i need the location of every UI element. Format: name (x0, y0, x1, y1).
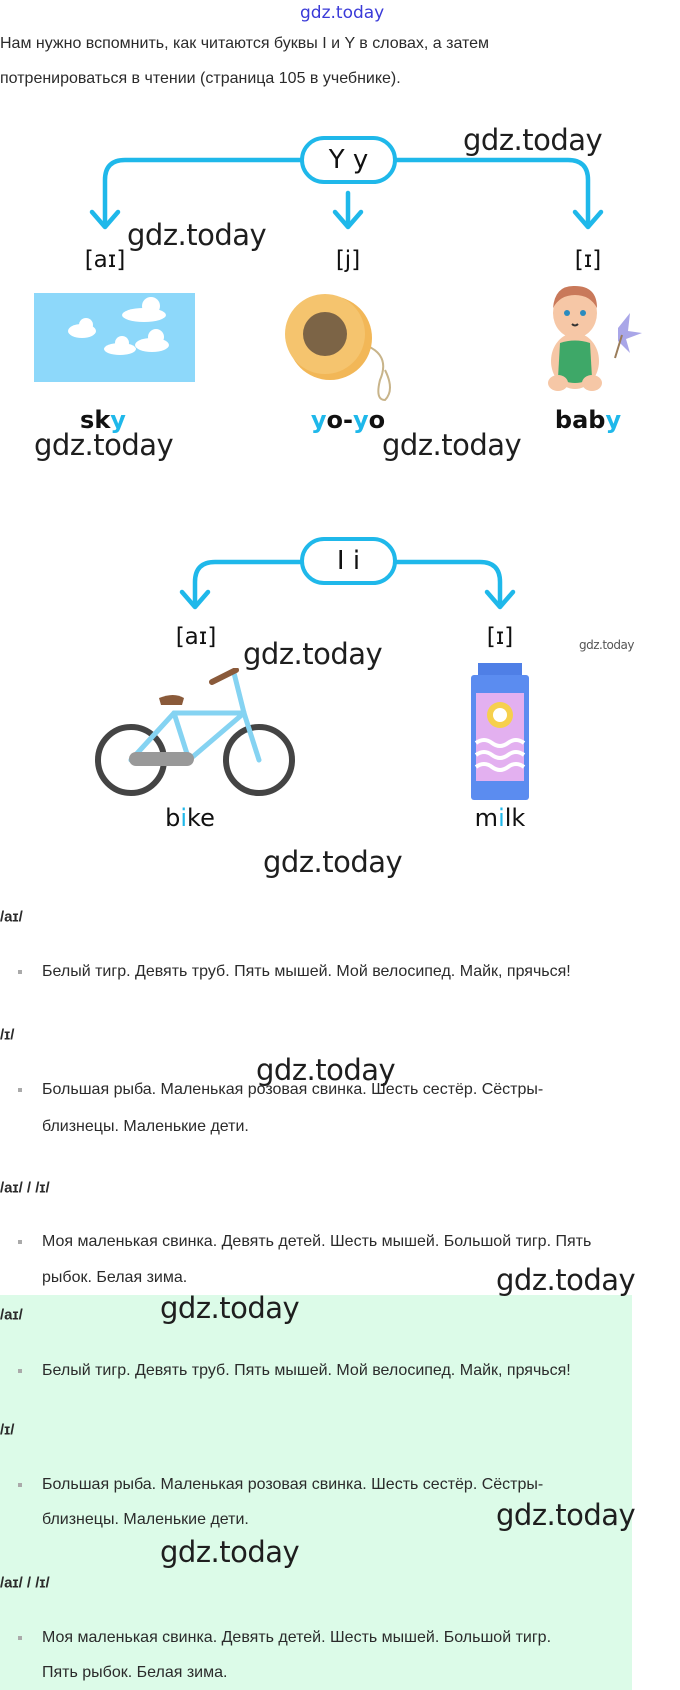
word-sky: sky (80, 406, 126, 434)
word-baby: baby (554, 406, 622, 434)
phonetic-ai-bike: [aɪ] (175, 624, 217, 650)
phonetic-ai-sky: [aɪ] (84, 247, 126, 273)
header-watermark: gdz.today (300, 3, 385, 23)
watermark: gdz.today (496, 1498, 636, 1532)
watermark: gdz.today (160, 1535, 300, 1569)
bullet-icon (18, 1088, 22, 1092)
answer-list-item: Пять рыбок. Белая зима. (42, 1664, 228, 1681)
word-milk: milk (474, 804, 526, 832)
intro-line-2: потренироваться в чтении (страница 105 в… (0, 70, 401, 87)
watermark: gdz.today (34, 428, 174, 462)
bullet-icon (18, 970, 22, 974)
word-bike: bike (165, 804, 215, 832)
phonetic-j-yoyo: [j] (335, 247, 361, 273)
intro-line-1: Нам нужно вспомнить, как читаются буквы … (0, 35, 490, 52)
answer-heading: /aɪ/ (0, 1306, 23, 1324)
answer-list-item: близнецы. Маленькие дети. (42, 1511, 249, 1528)
list-item: Моя маленькая свинка. Девять детей. Шест… (42, 1233, 592, 1250)
answer-highlight-block (0, 1295, 632, 1690)
answer-list-item: Белый тигр. Девять труб. Пять мышей. Мой… (42, 1362, 571, 1379)
bullet-icon (18, 1369, 22, 1373)
list-item: близнецы. Маленькие дети. (42, 1118, 249, 1135)
answer-heading: /ɪ/ (0, 1421, 15, 1439)
y-diagram-arrows (89, 157, 604, 610)
bullet-icon (18, 1240, 22, 1244)
sky-image (34, 293, 195, 382)
yoyo-image (285, 294, 391, 402)
bullet-icon (18, 1483, 22, 1487)
letter-y-pill: Y y (300, 136, 397, 184)
section-heading: /aɪ/ / /ɪ/ (0, 1179, 50, 1197)
watermark: gdz.today (463, 123, 603, 157)
watermark: gdz.today (243, 637, 383, 671)
answer-list-item: Большая рыба. Маленькая розовая свинка. … (42, 1476, 544, 1493)
watermark: gdz.today (160, 1291, 300, 1325)
letter-i-pill: I i (300, 537, 397, 585)
list-item: Большая рыба. Маленькая розовая свинка. … (42, 1081, 544, 1098)
watermark: gdz.today (263, 845, 403, 879)
section-heading: /aɪ/ (0, 908, 23, 926)
baby-image (548, 285, 642, 391)
phonetic-i-milk: [ɪ] (486, 624, 514, 650)
list-item: рыбок. Белая зима. (42, 1269, 188, 1286)
phonetic-i-baby: [ɪ] (574, 247, 602, 273)
watermark: gdz.today (256, 1053, 396, 1087)
watermark: gdz.today (496, 1263, 636, 1297)
word-yoyo: yo-yo (310, 406, 386, 434)
bike-image (95, 668, 295, 796)
milk-carton-image (471, 663, 529, 800)
answer-list-item: Моя маленькая свинка. Девять детей. Шест… (42, 1629, 552, 1646)
watermark: gdz.today (579, 638, 634, 652)
section-heading: /ɪ/ (0, 1026, 15, 1044)
bullet-icon (18, 1636, 22, 1640)
answer-heading: /aɪ/ / /ɪ/ (0, 1574, 50, 1592)
watermark: gdz.today (127, 218, 267, 252)
watermark: gdz.today (382, 428, 522, 462)
list-item: Белый тигр. Девять труб. Пять мышей. Мой… (42, 963, 571, 980)
